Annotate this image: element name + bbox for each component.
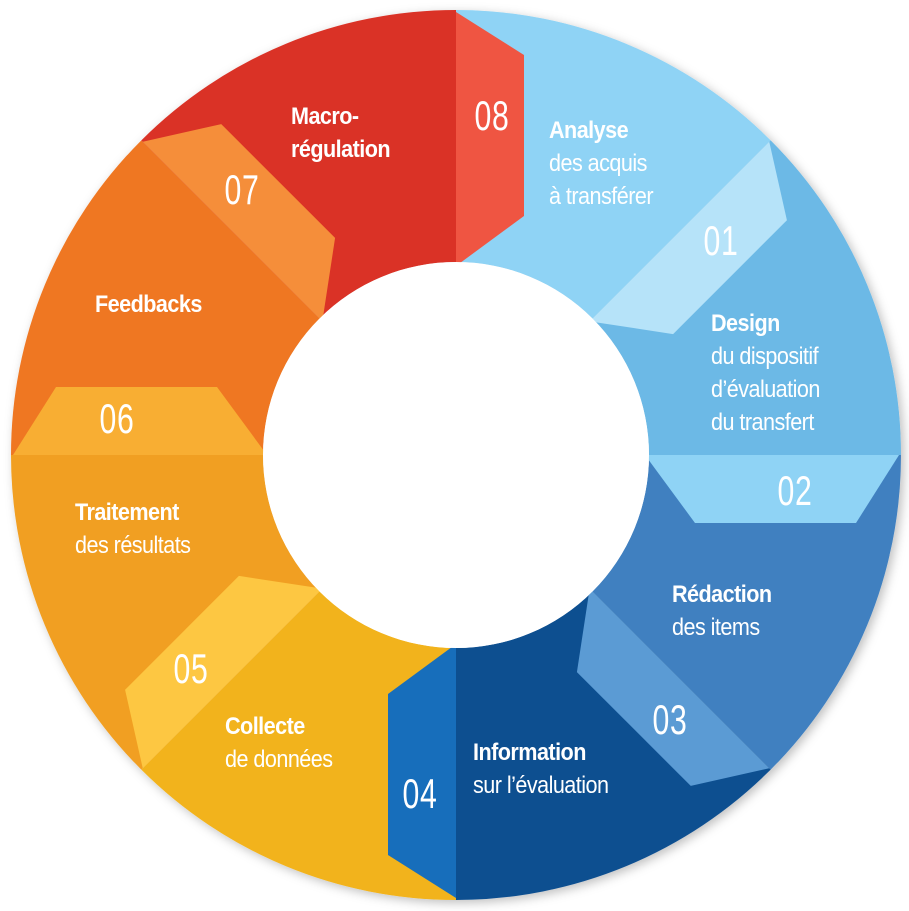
step-5-number: 05 xyxy=(173,645,209,693)
step-2-subtitle-line: du dispositif xyxy=(711,343,819,370)
segment-step-5 xyxy=(141,591,457,900)
step-1-title: Analyse xyxy=(549,117,629,144)
segment-step-2 xyxy=(592,140,901,456)
tab-step-7 xyxy=(142,124,336,322)
step-2-label: Design du dispositif d’évaluation du tra… xyxy=(711,307,820,439)
step-4-title: Information xyxy=(473,739,586,766)
step-5-title: Collecte xyxy=(225,713,305,740)
step-1-number: 01 xyxy=(703,216,739,264)
step-4-number: 04 xyxy=(402,770,438,817)
step-8-title: Macro- xyxy=(291,103,359,130)
tab-step-2 xyxy=(645,455,899,523)
segment-step-6 xyxy=(11,455,320,770)
step-8-number: 08 xyxy=(474,92,510,139)
step-2-title: Design xyxy=(711,310,780,337)
tab-step-4 xyxy=(388,644,456,898)
segment-step-7 xyxy=(11,140,320,456)
step-7-number: 07 xyxy=(224,165,260,213)
tab-step-8 xyxy=(456,12,524,266)
step-5-subtitle-line: de données xyxy=(225,746,333,773)
step-1-subtitle-line: à transférer xyxy=(549,183,654,210)
tab-step-3 xyxy=(576,588,770,786)
step-7-label: Feedbacks xyxy=(95,288,202,321)
step-1-label: Analyse des acquis à transférer xyxy=(549,114,654,213)
step-3-number: 03 xyxy=(652,696,688,744)
segment-step-3 xyxy=(592,455,901,770)
segment-step-8 xyxy=(141,10,457,319)
step-6-label: Traitement des résultats xyxy=(75,496,191,562)
step-3-label: Rédaction des items xyxy=(672,578,772,644)
step-3-subtitle-line: des items xyxy=(672,614,760,641)
step-6-number: 06 xyxy=(99,395,135,442)
step-2-subtitle-line: d’évaluation xyxy=(711,376,820,403)
tab-step-5 xyxy=(125,575,323,769)
step-6-subtitle-line: des résultats xyxy=(75,532,191,559)
step-5-label: Collecte de données xyxy=(225,710,333,776)
step-2-number: 02 xyxy=(777,467,813,514)
center-hole xyxy=(263,262,649,648)
step-8-label: Macro- régulation xyxy=(291,100,391,166)
step-1-subtitle-line: des acquis xyxy=(549,150,647,177)
segment-step-4 xyxy=(456,591,771,900)
step-8-title-line2: régulation xyxy=(291,136,391,163)
step-4-subtitle-line: sur l’évaluation xyxy=(473,772,609,799)
step-4-label: Information sur l’évaluation xyxy=(473,736,609,802)
step-3-title: Rédaction xyxy=(672,581,772,608)
step-6-title: Traitement xyxy=(75,499,179,526)
segment-step-1 xyxy=(456,10,771,319)
step-2-subtitle-line: du transfert xyxy=(711,409,814,436)
tab-step-6 xyxy=(13,387,267,455)
step-7-title: Feedbacks xyxy=(95,291,202,318)
tab-step-1 xyxy=(589,141,787,335)
